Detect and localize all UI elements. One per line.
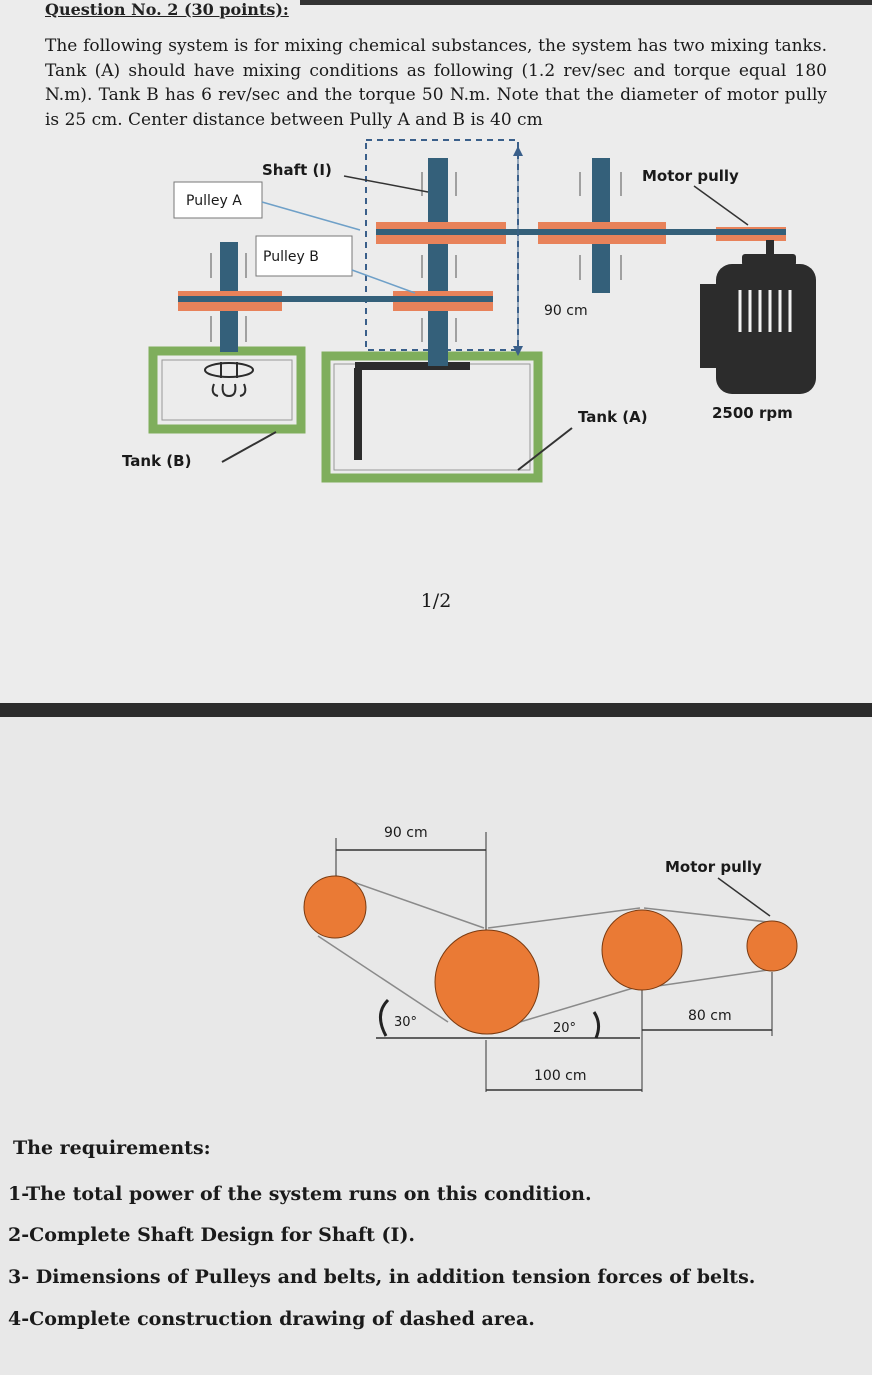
height-dim-arrow-bottom — [513, 346, 523, 356]
page-divider — [0, 703, 872, 717]
dim-90-label: 90 cm — [384, 825, 428, 841]
pulley-a-label-box — [173, 181, 263, 219]
dim-80-label: 80 cm — [688, 1008, 732, 1024]
pulley-b-circle — [303, 875, 367, 939]
problem-statement: The following system is for mixing chemi… — [45, 36, 827, 130]
top-edge-bar — [300, 0, 872, 5]
tank-b-leader — [221, 431, 277, 463]
motor-fins — [738, 290, 792, 332]
motor-pully-leader-2 — [717, 877, 771, 917]
tank-a-mixer-arm — [355, 362, 470, 370]
motor-pully-label-2: Motor pully — [665, 858, 762, 876]
shaft-i-pulley-circle — [434, 929, 540, 1035]
requirement-2: 2-Complete Shaft Design for Shaft (I). — [8, 1224, 416, 1246]
motor-pully-label: Motor pully — [642, 167, 739, 185]
upper-belt — [376, 229, 786, 235]
lower-belt — [178, 296, 493, 302]
angle-20-arc — [592, 1011, 601, 1039]
tank-a-mixer-blade — [354, 368, 362, 460]
dim-100-label: 100 cm — [534, 1068, 587, 1084]
tank-a-label: Tank (A) — [578, 408, 648, 426]
requirements-title: The requirements: — [13, 1137, 211, 1159]
motor-body — [716, 264, 816, 394]
question-heading: Question No. 2 (30 points): — [45, 0, 289, 19]
shaft-i — [428, 158, 448, 366]
motor-mount — [700, 284, 718, 368]
mixing-system-diagram: Shaft (I) Pulley A Pulley B Motor pully … — [122, 139, 816, 483]
angle-30-arc — [379, 998, 390, 1037]
motor-rpm-label: 2500 rpm — [712, 404, 793, 422]
pulley-a-label: Pulley A — [186, 193, 242, 209]
intermediate-pulley-circle — [601, 909, 683, 991]
tank-b-mixer-icon — [204, 362, 254, 397]
angle-30-label: 30° — [394, 1015, 417, 1030]
requirement-4: 4-Complete construction drawing of dashe… — [8, 1308, 535, 1330]
motor-pully-leader — [693, 185, 749, 226]
tank-a-leader — [517, 427, 573, 471]
requirement-3: 3- Dimensions of Pulleys and belts, in a… — [8, 1266, 756, 1288]
height-dim-arrow-top — [513, 146, 523, 156]
tank-b-label: Tank (B) — [122, 452, 191, 470]
belt-lines — [317, 875, 769, 1023]
height-dim-label: 90 cm — [544, 303, 588, 319]
motor-cap — [742, 254, 796, 266]
tank-b-inner — [161, 359, 293, 421]
requirement-1: 1-The total power of the system runs on … — [8, 1183, 592, 1205]
angle-20-label: 20° — [553, 1021, 576, 1036]
motor-pulley-circle — [746, 920, 798, 972]
motor-shaft — [766, 240, 774, 254]
page-2 — [0, 717, 872, 1375]
pulley-b-label: Pulley B — [263, 249, 319, 265]
shaft-label-leader — [343, 175, 429, 193]
pulley-b-label-box — [255, 235, 353, 277]
shaft-i-label: Shaft (I) — [262, 161, 332, 179]
pulley-b-leader — [351, 269, 416, 294]
pulley-layout-diagram: 90 cm Motor pully 30° 20° 80 cm 100 cm — [303, 825, 798, 1092]
pulley-a-leader — [261, 201, 361, 231]
page-number: 1/2 — [420, 590, 452, 612]
tank-a-inner — [333, 363, 531, 471]
